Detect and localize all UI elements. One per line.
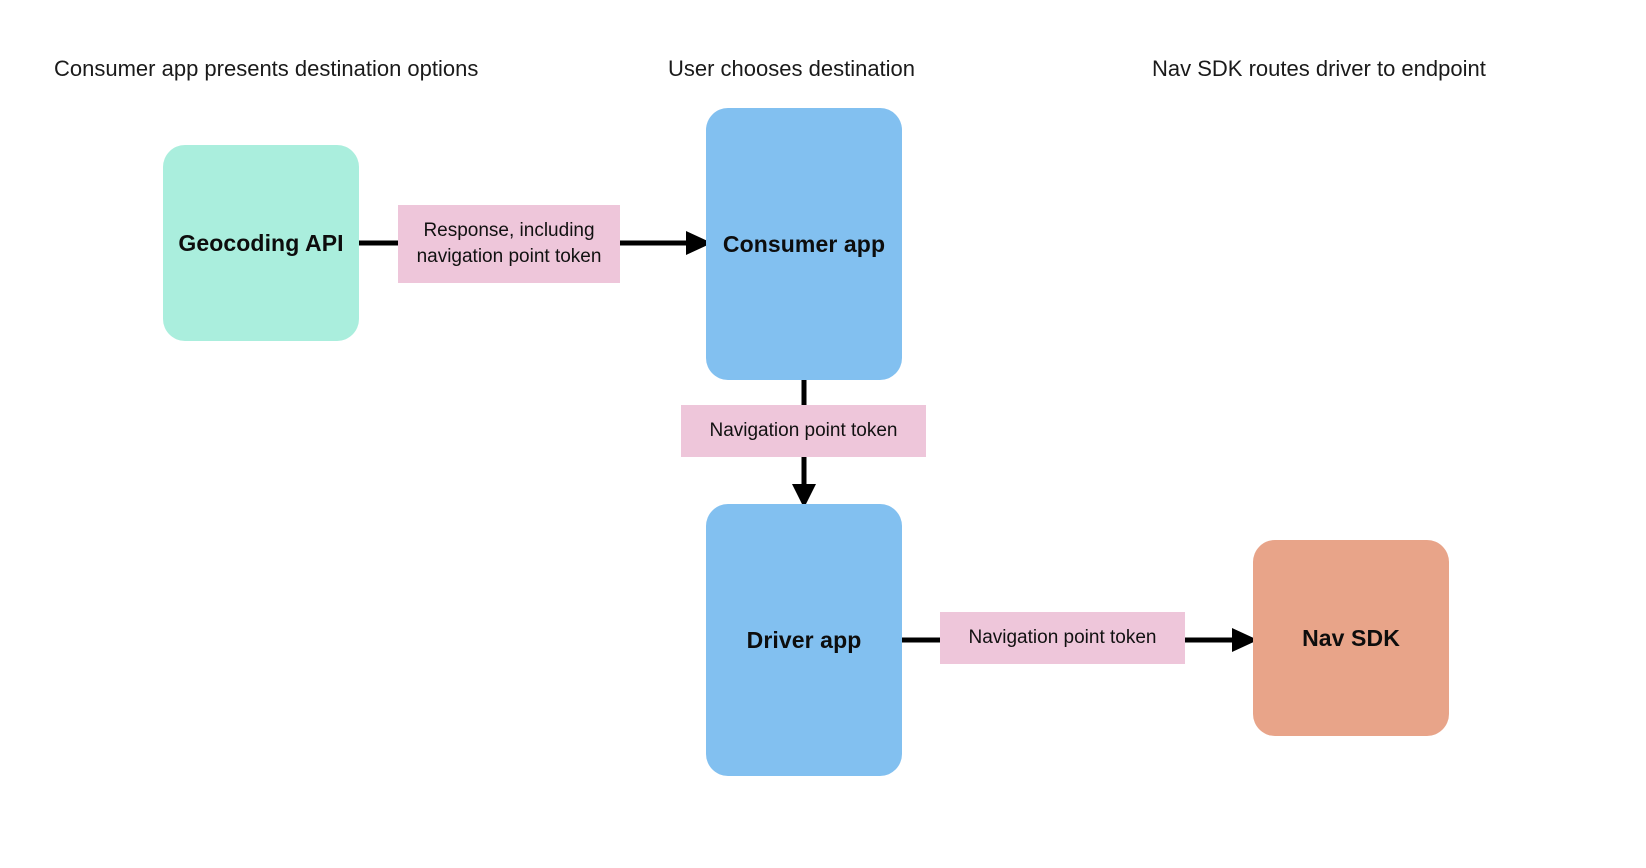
node-consumer-app-label: Consumer app xyxy=(722,230,886,257)
edge-label-navigation-point-token-consumer-to-driver: Navigation point token xyxy=(681,405,926,457)
edge-label-response-including-navigation-point-token: Response, including navigation point tok… xyxy=(398,205,620,283)
edge-label-response-text: Response, including navigation point tok… xyxy=(416,220,602,267)
edge-label-navigation-point-token-consumer-to-driver-text: Navigation point token xyxy=(709,420,898,441)
node-geocoding-api-label: Geocoding API xyxy=(178,229,344,256)
column-header-user-chooses-destination: User chooses destination xyxy=(668,56,916,81)
node-nav-sdk-label: Nav SDK xyxy=(1302,624,1400,651)
edge-label-navigation-point-token-driver-to-nav-sdk: Navigation point token xyxy=(940,612,1185,664)
edge-label-navigation-point-token-driver-to-nav-sdk-text: Navigation point token xyxy=(968,627,1157,648)
column-header-nav-sdk-routes-driver-to-endpoint: Nav SDK routes driver to endpoint xyxy=(1152,56,1486,81)
node-nav-sdk[interactable]: Nav SDK xyxy=(1253,540,1449,736)
node-consumer-app[interactable]: Consumer app xyxy=(706,108,902,380)
column-header-consumer-app-presents-destination-options: Consumer app presents destination option… xyxy=(54,56,479,81)
node-driver-app[interactable]: Driver app xyxy=(706,504,902,776)
node-driver-app-label: Driver app xyxy=(746,626,862,653)
node-geocoding-api[interactable]: Geocoding API xyxy=(163,145,359,341)
